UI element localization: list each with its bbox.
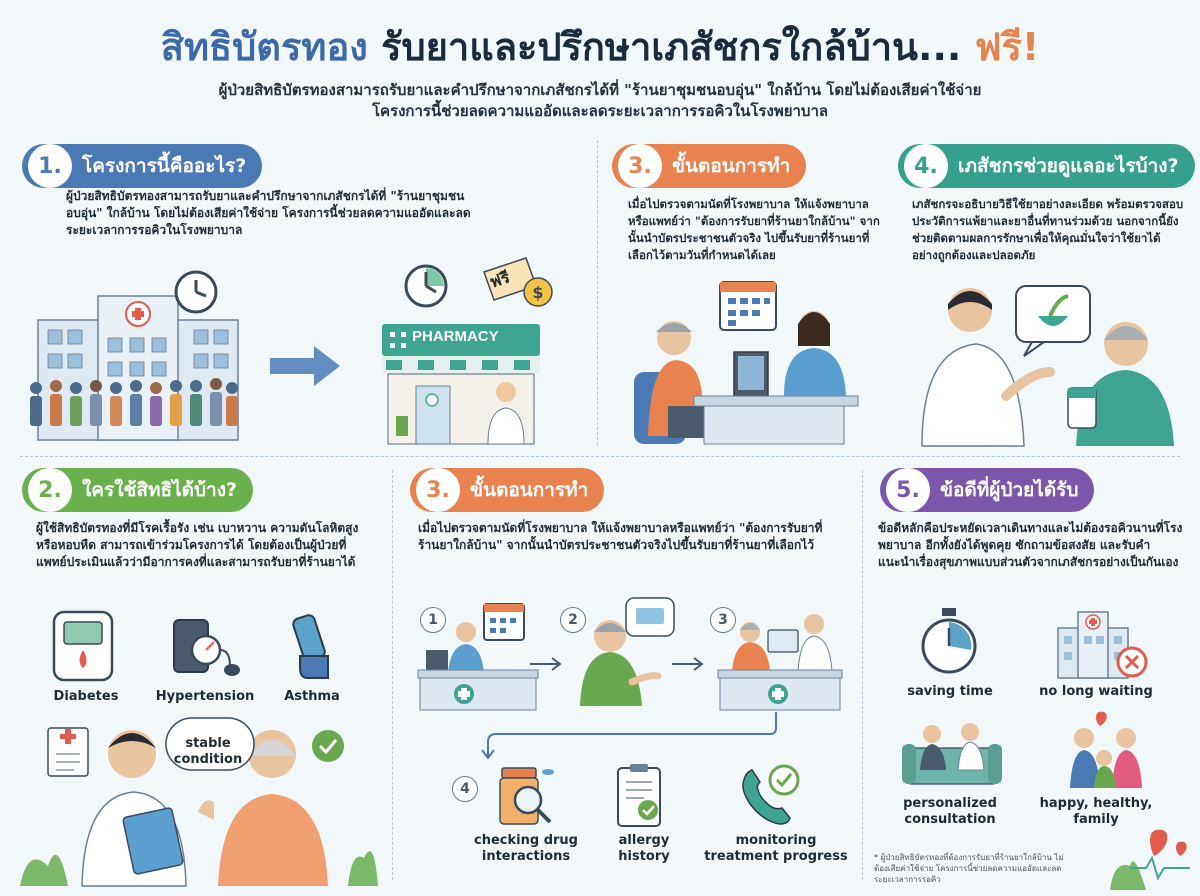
title-part3: ฟรี! (974, 25, 1040, 69)
clipboard-check-icon (617, 764, 661, 827)
service-monitoring-progress: monitoring treatment progress (704, 833, 848, 864)
arrow-right-icon (270, 346, 340, 386)
pharmacy-illustration (382, 324, 540, 445)
heart-leaf-decoration (1110, 829, 1190, 890)
pharmacy-sign: PHARMACY (412, 328, 499, 345)
arrow-right-icon (530, 657, 562, 671)
section3-mid-header: 3. ขั้นตอนการทำ (410, 468, 605, 512)
step-4-badge: 4 (452, 776, 478, 802)
section2-header: 2. ใครใช้สิทธิได้บ้าง? (22, 468, 254, 512)
section5-title: ข้อดีที่ผู้ป่วยได้รับ (940, 479, 1079, 501)
title-part1: สิทธิบัตรทอง (160, 25, 368, 69)
benefit-happy-family: happy, healthy, family (1039, 796, 1153, 827)
section1-number: 1. (28, 144, 72, 188)
condition-asthma: Asthma (284, 689, 340, 704)
service-drug-interactions: checking drug interactions (474, 833, 578, 864)
title-part2: รับยาและปรึกษาเภสัชกรใกล้บ้าน... (381, 25, 962, 69)
section5-header: 5. ข้อดีที่ผู้ป่วยได้รับ (880, 468, 1095, 512)
section1-header: 1. โครงการนี้คืออะไร? (22, 144, 263, 188)
section2-title: ใครใช้สิทธิได้บ้าง? (82, 479, 238, 501)
section3-top-title: ขั้นตอนการทำ (672, 155, 791, 177)
page-title: สิทธิบัตรทอง รับยาและปรึกษาเภสัชกรใกล้บ้… (0, 22, 1200, 72)
section3-top-number: 3. (618, 144, 662, 188)
step-1-badge: 1 (420, 607, 446, 633)
glucose-meter-icon (52, 610, 114, 682)
section5-number: 5. (886, 468, 930, 512)
section3-top-text: เมื่อไปตรวจตามนัดที่โรงพยาบาล ให้แจ้งพยา… (628, 197, 880, 262)
clock-icon (174, 270, 218, 314)
magnifier-pill-bottle-icon (499, 767, 554, 825)
step-2-badge: 2 (560, 607, 586, 633)
section5-text: ข้อดีหลักคือประหยัดเวลาเดินทางและไม่ต้อง… (878, 521, 1183, 569)
stable-condition-bubble: stable condition (173, 736, 243, 767)
pharmacist-consult-illustration (921, 285, 1174, 447)
hospital-consultation-illustration (634, 281, 859, 445)
benefit-no-long-waiting: no long waiting (1039, 684, 1153, 699)
condition-diabetes: Diabetes (53, 689, 119, 704)
step-3-badge: 3 (710, 607, 736, 633)
section4-title: เภสัชกรช่วยดูแลอะไรบ้าง? (958, 155, 1179, 177)
consultation-sofa-illustration (902, 723, 1002, 785)
divider (597, 140, 598, 445)
phone-check-icon (742, 764, 800, 825)
section2-number: 2. (28, 468, 72, 512)
doctor-patient-illustration (20, 717, 378, 887)
section3-mid-title: ขั้นตอนการทำ (470, 479, 589, 501)
subtitle-line1: ผู้ป่วยสิทธิบัตรทองสามารถรับยาและคำปรึกษ… (218, 81, 982, 99)
svg-text:$: $ (532, 283, 543, 302)
stopwatch-icon (921, 608, 977, 674)
arrow-right-icon (672, 657, 704, 671)
hospital-no-wait-icon (1057, 611, 1148, 679)
step1-nurse-desk-illustration (417, 603, 539, 711)
footnote: * ผู้ป่วยสิทธิบัตรทองที่ต้องการรับยาที่ร… (874, 853, 1064, 884)
step2-patient-card-illustration (580, 597, 675, 706)
condition-hypertension: Hypertension (155, 689, 255, 704)
section4-text: เภสัชกรจะอธิบายวิธีใช้ยาอย่างละเอียด พร้… (912, 197, 1184, 262)
divider (20, 456, 1180, 457)
hospital-queue-illustration (30, 295, 239, 441)
blood-pressure-monitor-icon (173, 619, 240, 676)
section3-mid-text: เมื่อไปตรวจตามนัดที่โรงพยาบาล ให้แจ้งพยา… (418, 521, 823, 552)
section3-mid-number: 3. (416, 468, 460, 512)
flow-connector-arrow (481, 712, 777, 760)
family-heart-illustration (1070, 711, 1142, 788)
benefit-personalized-consultation: personalized consultation (903, 796, 997, 827)
section1-title: โครงการนี้คืออะไร? (82, 155, 247, 177)
section1-text: ผู้ป่วยสิทธิบัตรทองสามารถรับยาและคำปรึกษ… (66, 189, 471, 237)
service-allergy-history: allergy history (618, 833, 670, 864)
divider (862, 470, 863, 880)
divider (392, 470, 393, 880)
step3-pharmacy-counter-illustration (717, 614, 843, 711)
inhaler-icon (292, 614, 329, 679)
clock-icon (404, 264, 448, 308)
section3-top-header: 3. ขั้นตอนการทำ (612, 144, 807, 188)
benefit-saving-time: saving time (907, 684, 993, 699)
subtitle-line2: โครงการนี้ช่วยลดความแออัดและลดระยะเวลากา… (371, 102, 829, 120)
section4-header: 4. เภสัชกรช่วยดูแลอะไรบ้าง? (898, 144, 1195, 188)
free-price-tag-icon: $ (483, 257, 553, 307)
section4-number: 4. (904, 144, 948, 188)
section2-text: ผู้ใช้สิทธิบัตรทองที่มีโรคเรื้อรัง เช่น … (36, 521, 359, 569)
